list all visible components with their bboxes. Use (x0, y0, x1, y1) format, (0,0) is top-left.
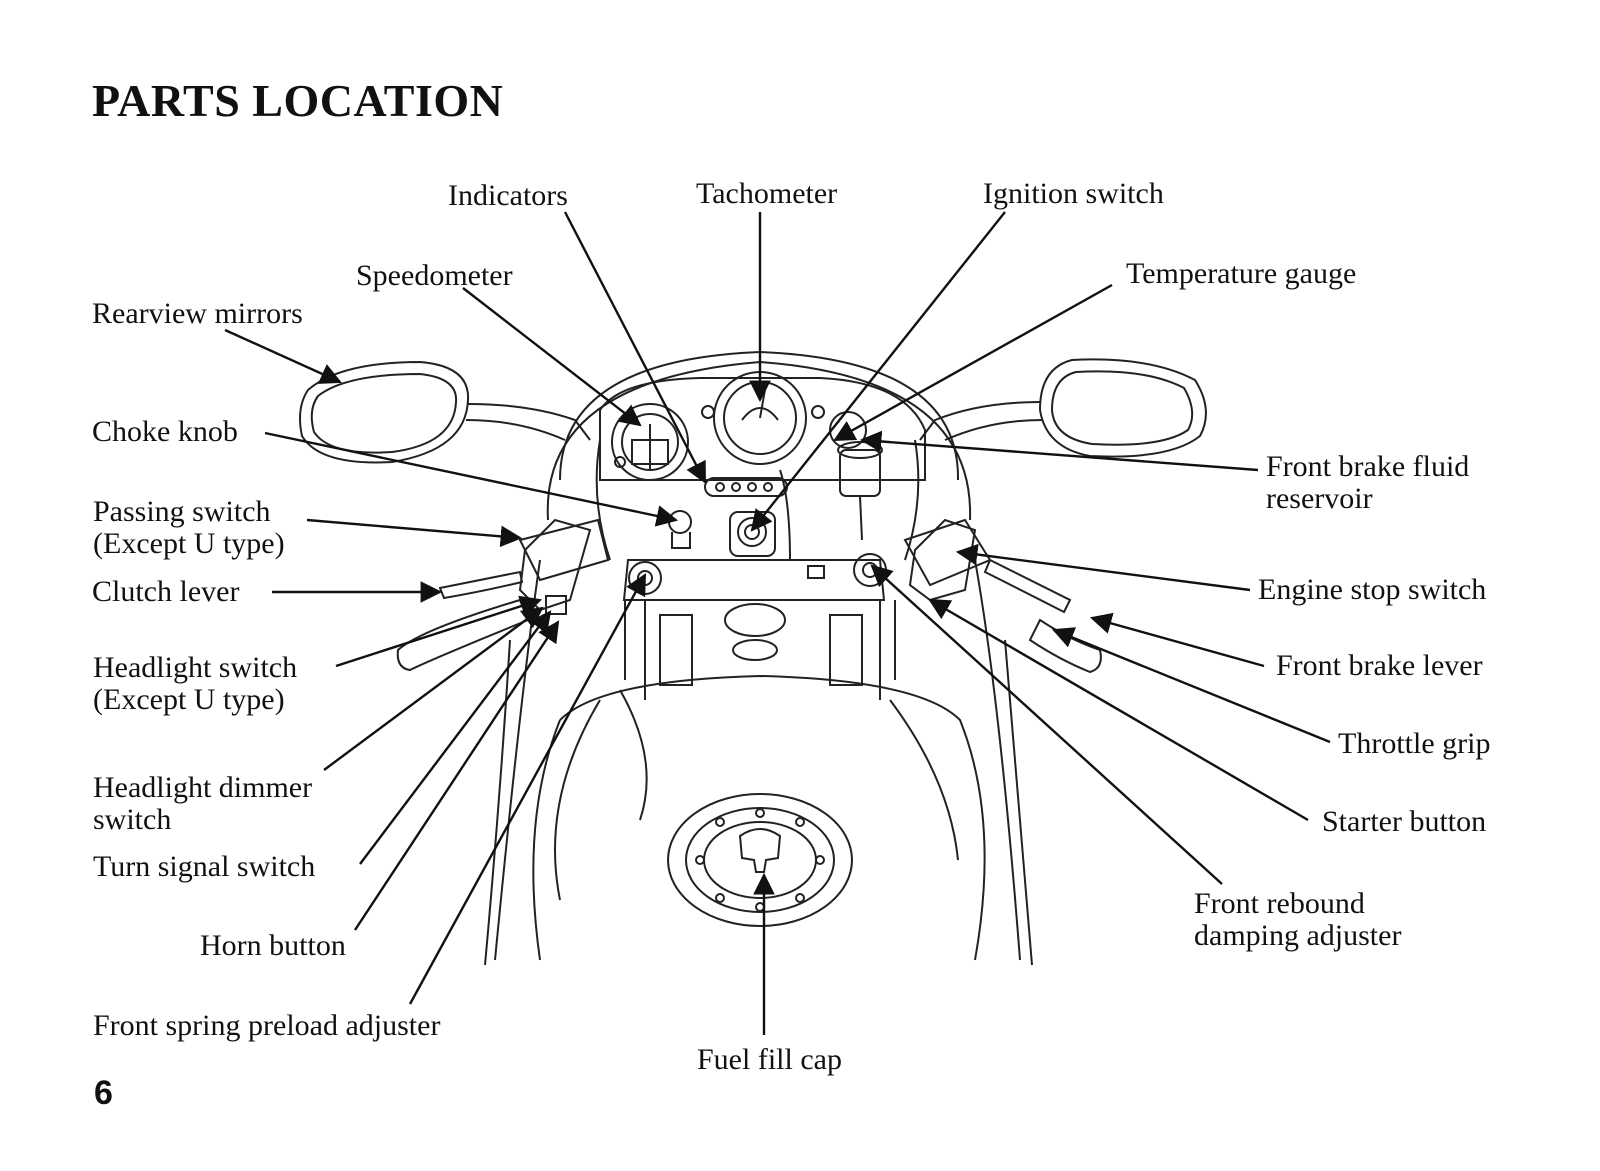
leader-passing-switch (306, 518, 523, 548)
label-ignition-switch: Ignition switch (983, 177, 1164, 210)
label-line: (Except U type) (93, 683, 285, 716)
label-line: Passing switch (93, 495, 271, 528)
leader-indicators (563, 211, 707, 484)
label-starter-button: Starter button (1322, 805, 1487, 838)
leader-front-brake-lever (1089, 612, 1265, 668)
label-passing-switch: Passing switch (Except U type) (93, 496, 285, 560)
label-line: Front brake fluid (1266, 450, 1470, 483)
label-line: Front rebound (1194, 887, 1365, 920)
label-clutch-lever: Clutch lever (92, 575, 240, 608)
fuel-cap-drawing (667, 793, 853, 927)
label-front-rebound-damping-adjuster: Front rebound damping adjuster (1194, 888, 1401, 952)
label-line: (Except U type) (93, 527, 285, 560)
leader-headlight-dimmer-switch (323, 606, 544, 771)
label-line: damping adjuster (1194, 919, 1402, 952)
label-throttle-grip: Throttle grip (1338, 727, 1491, 760)
label-line: Headlight dimmer (93, 771, 313, 804)
leader-ignition-switch (750, 211, 1006, 532)
label-engine-stop-switch: Engine stop switch (1258, 573, 1487, 606)
leader-temperature-gauge (833, 283, 1113, 442)
page-number: 6 (94, 1074, 113, 1112)
label-headlight-switch: Headlight switch (Except U type) (93, 652, 297, 716)
label-choke-knob: Choke knob (92, 415, 238, 448)
leader-front-rebound-damping-adjuster (870, 564, 1223, 885)
leader-starter-button (928, 598, 1309, 822)
label-line: Headlight switch (93, 651, 298, 684)
leader-turn-signal-switch (359, 610, 552, 865)
label-line: reservoir (1266, 482, 1373, 515)
instrument-cluster-drawing (599, 371, 926, 497)
label-indicators: Indicators (448, 179, 568, 212)
label-fuel-fill-cap: Fuel fill cap (697, 1043, 842, 1076)
leader-speedometer (462, 287, 642, 427)
page-title: PARTS LOCATION (92, 75, 504, 126)
leader-front-brake-fluid-reservoir (859, 430, 1259, 472)
label-temperature-gauge: Temperature gauge (1126, 257, 1357, 290)
label-speedometer: Speedometer (356, 259, 513, 292)
leader-throttle-grip (1051, 627, 1331, 744)
leader-headlight-switch (335, 595, 543, 668)
leader-front-spring-preload-adjuster (408, 573, 647, 1005)
label-front-brake-fluid-reservoir: Front brake fluid reservoir (1266, 451, 1469, 515)
label-rearview-mirrors: Rearview mirrors (92, 297, 303, 330)
leader-choke-knob (264, 431, 679, 527)
label-horn-button: Horn button (200, 929, 346, 962)
label-front-brake-lever: Front brake lever (1276, 649, 1483, 682)
label-turn-signal-switch: Turn signal switch (93, 850, 316, 883)
label-headlight-dimmer-switch: Headlight dimmer switch (93, 772, 312, 836)
motorcycle-illustration (299, 350, 1207, 966)
leader-lines (224, 211, 1331, 1035)
leader-horn-button (353, 620, 560, 931)
label-front-spring-preload-adjuster: Front spring preload adjuster (93, 1009, 441, 1042)
label-line: switch (93, 803, 172, 836)
leader-rearview-mirrors (224, 328, 342, 384)
leader-engine-stop-switch (955, 543, 1251, 592)
label-tachometer: Tachometer (696, 177, 838, 210)
